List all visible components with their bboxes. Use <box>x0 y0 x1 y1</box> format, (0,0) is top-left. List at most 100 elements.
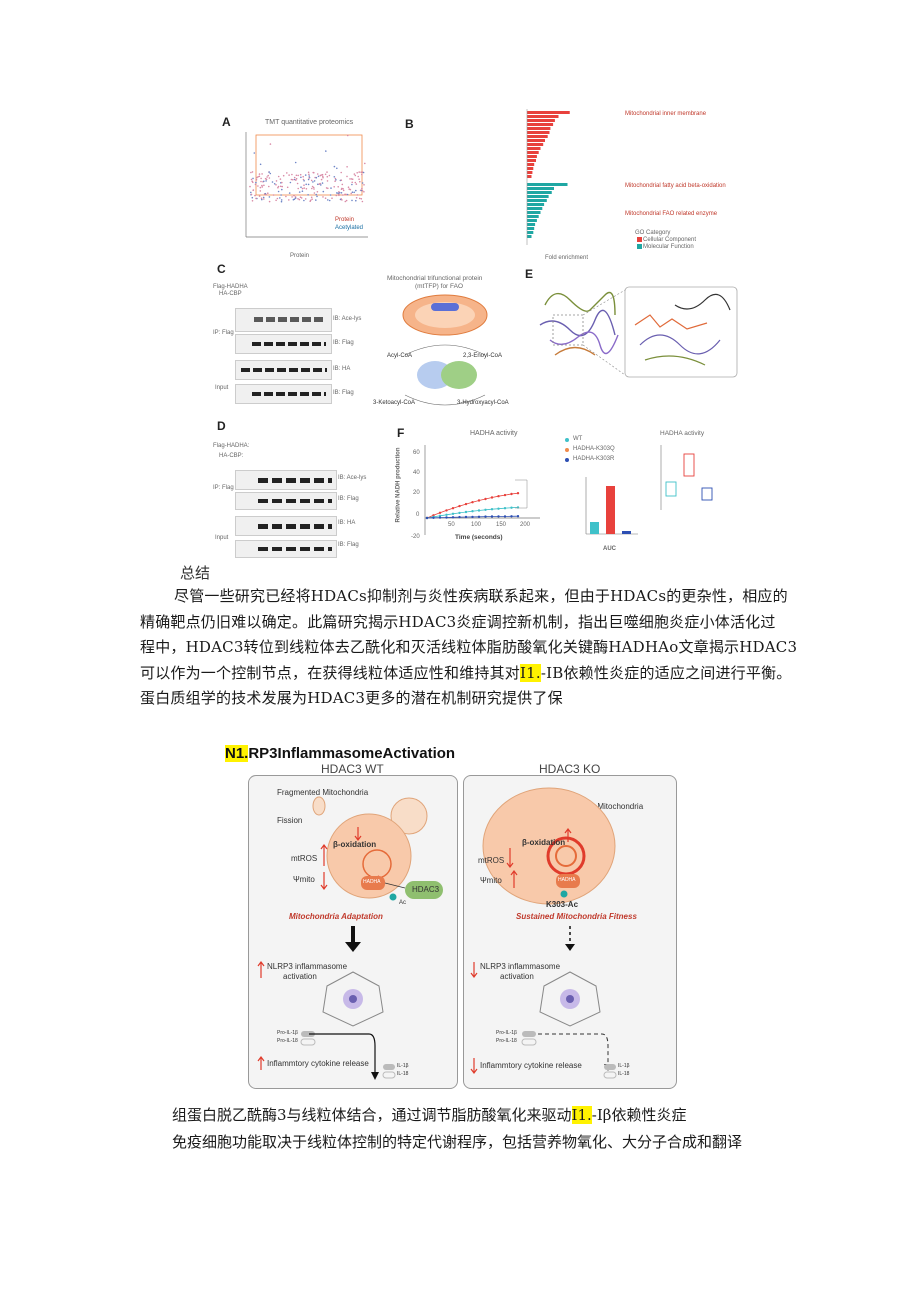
scatter-point <box>322 176 324 179</box>
scatter-point <box>346 166 348 168</box>
il1b-label: IL-1β <box>618 1063 630 1069</box>
scatter-point <box>255 178 258 181</box>
scatter-point <box>266 176 268 178</box>
text-span: -IB依赖性炎症的适应之间进行平衡。 <box>540 663 792 682</box>
scatter-point <box>300 186 302 188</box>
scatter-point <box>335 179 337 181</box>
scatter-point <box>265 193 267 196</box>
scatter-point <box>355 189 357 192</box>
enrichment-bar <box>527 227 535 230</box>
scatter-point <box>282 174 285 177</box>
row-label: HA-CBP: <box>219 453 244 459</box>
scatter-point <box>326 175 329 178</box>
enrichment-bar <box>527 151 539 154</box>
scatter-point <box>317 175 320 178</box>
scatter-point <box>259 163 262 166</box>
scatter-point <box>298 191 301 193</box>
line-chart <box>424 445 540 535</box>
pathway-title: Mitochondrial trifunctional protein <box>387 275 483 282</box>
mtros-label: mtROS <box>478 856 505 865</box>
scatter-point <box>319 182 321 185</box>
x-tick: 150 <box>496 522 507 528</box>
scatter-point <box>299 196 302 198</box>
scatter-point <box>354 181 357 184</box>
input-label: Input <box>215 385 229 391</box>
scatter-point <box>281 181 283 184</box>
blot-label: IB: Flag <box>333 340 354 346</box>
auc-bar <box>606 486 615 534</box>
section-heading: 总结 <box>180 564 211 582</box>
text-span: -Iβ依赖性炎症 <box>591 1106 687 1124</box>
highlight: I1. <box>571 1106 592 1124</box>
scatter-point <box>258 175 261 178</box>
scatter-point <box>279 185 282 188</box>
text-span: RP3InflammasomeActivation <box>248 745 456 762</box>
summary-paragraph: 尽管一些研究已经将HDACs抑制剂与炎性疾病联系起来，但由于HDACs的更杂性，… <box>140 584 800 712</box>
scatter-point <box>324 173 327 176</box>
x-axis-label: Time (seconds) <box>455 534 503 541</box>
scatter-point <box>279 178 282 180</box>
scatter-point <box>293 198 296 200</box>
scatter-point <box>333 176 336 178</box>
panel-letter: C <box>217 262 226 276</box>
pathway-node: Acyl-CoA <box>387 353 413 359</box>
scatter-point <box>251 200 254 202</box>
scatter-point <box>312 186 315 189</box>
scatter-point <box>300 176 302 179</box>
scatter-point <box>265 178 268 181</box>
panel-title: TMT quantitative proteomics <box>265 119 354 126</box>
y-tick: 40 <box>413 470 420 476</box>
scatter-point <box>259 190 262 192</box>
scatter-point <box>272 194 275 196</box>
mito-label: Healthy Mitochondria <box>568 802 644 811</box>
scatter-point <box>355 183 358 185</box>
scatter-point <box>340 171 342 174</box>
scatter-point <box>334 180 336 182</box>
legend-item: HADHA-K303Q <box>573 446 615 452</box>
paragraph-line: 程中，HDAC3转位到线粒体去乙酰化和灭活线粒体脂肪酸氧化关键酶HADHAo文章… <box>140 638 798 656</box>
scatter-point <box>301 187 304 190</box>
wt-illustration <box>257 796 443 1080</box>
scatter-point <box>303 180 305 182</box>
highlight: N1. <box>225 745 249 762</box>
auc-bar <box>622 531 631 534</box>
scatter-point <box>322 175 324 178</box>
scatter-point <box>309 200 311 202</box>
scatter-point <box>275 184 277 186</box>
y-tick: 20 <box>413 490 420 496</box>
scatter-point <box>341 199 343 201</box>
pro-il1b-label: Pro-IL-1β <box>277 1030 298 1036</box>
scatter-point <box>355 199 357 202</box>
scatter-point <box>324 197 327 199</box>
scatter-point <box>281 188 283 191</box>
scatter-point <box>341 183 344 186</box>
scatter-point <box>260 197 263 199</box>
caption-line: 组蛋白脱乙酰酶3与线粒体结合，通过调节脂肪酸氧化来驱动I1.-Iβ依赖性炎症 <box>172 1103 686 1128</box>
scatter-point <box>331 197 333 199</box>
scatter-point <box>308 177 310 179</box>
scatter-point <box>362 171 365 174</box>
enrichment-bar <box>527 119 555 122</box>
series-line <box>426 492 519 519</box>
scatter-point <box>321 182 324 184</box>
scatter-point <box>353 191 355 194</box>
scatter-point <box>303 187 305 189</box>
panel-title: HDAC3 KO <box>539 762 601 776</box>
panel-letter: A <box>222 115 231 129</box>
scatter-point <box>315 176 318 179</box>
scatter-point <box>356 172 358 174</box>
enrichment-bar <box>527 203 545 206</box>
psi-mito-label: Ψmito <box>480 876 502 885</box>
scatter-point <box>254 183 257 186</box>
scatter-point <box>254 194 256 197</box>
blot-stack <box>235 308 332 406</box>
scatter-point <box>286 172 288 174</box>
scatter-point <box>326 171 328 173</box>
scatter-point <box>288 174 290 176</box>
blot-strip <box>235 360 332 380</box>
scatter-point <box>305 183 307 186</box>
scatter-point <box>312 171 314 174</box>
scatter-point <box>360 198 363 200</box>
legend-swatch <box>565 448 569 452</box>
scatter-point <box>280 194 282 196</box>
